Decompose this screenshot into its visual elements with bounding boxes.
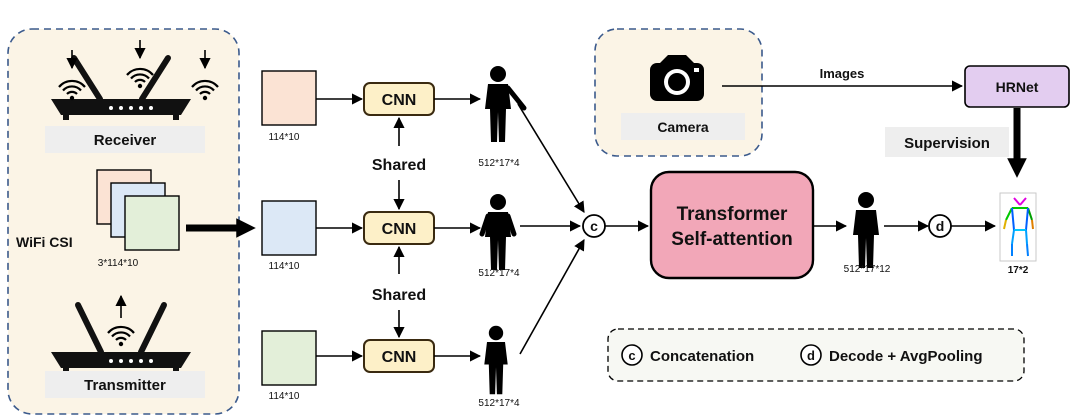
receiver-label-box [45,126,205,153]
csi-input-bottom-dims: 114*10 [269,391,300,402]
feature-dims-middle: 512*17*4 [478,268,520,279]
fused-dims-label: 512*17*12 [844,264,891,275]
receive-arrow-icons [66,40,211,70]
legend-concat-symbol-letter: c [628,348,635,363]
supervision-label: Supervision [904,135,990,152]
person-icon-top [485,66,527,142]
shared-label-bottom: Shared [372,287,426,304]
csi-input-middle [261,200,317,256]
feature-dims-top: 512*17*4 [478,158,520,169]
csi-input-top [261,70,317,126]
transformer-block [649,170,815,280]
camera-label-box [621,113,745,140]
cnn-label-middle: CNN [382,221,417,238]
receiver-router-icon [51,55,191,120]
transmitter-label: Transmitter [84,377,166,394]
hrnet-block [964,65,1070,108]
transmitter-label-box [45,371,205,398]
cnn-label-bottom: CNN [382,349,417,366]
pose-skeleton-icon [999,192,1037,262]
csi-input-top-dims: 114*10 [269,132,300,143]
legend-decode-symbol-letter: d [807,348,815,363]
csi-input-bottom [261,330,317,386]
legend-decode-text: Decode + AvgPooling [829,348,983,365]
feature-dims-bottom: 512*17*4 [478,398,520,409]
arrow-bottom-to-concat [519,239,585,355]
wifi-csi-label: WiFi CSI [16,234,73,250]
person-icon-fused [853,192,879,268]
person-icon-middle [479,194,517,270]
images-label: Images [820,66,865,81]
transformer-label-line2: Self-attention [671,229,792,250]
person-icon-bottom [484,325,508,395]
legend-concat-symbol [621,344,643,366]
decode-symbol-letter: d [936,218,945,234]
shared-label-top: Shared [372,157,426,174]
output-dims-label: 17*2 [1008,265,1029,276]
camera-icon [650,55,704,101]
transformer-label-line1: Transformer [677,204,788,225]
csi-input-middle-dims: 114*10 [269,261,300,272]
supervision-label-box [885,127,1009,157]
cnn-label-top: CNN [382,92,417,109]
receiver-label: Receiver [94,132,157,149]
camera-label: Camera [657,119,709,135]
csi-dims-label: 3*114*10 [98,258,139,269]
concat-symbol-letter: c [590,218,598,234]
csi-sheet-front [124,195,180,251]
hrnet-label: HRNet [996,79,1039,95]
legend-concat-text: Concatenation [650,348,754,365]
arrow-top-to-concat [517,103,585,213]
legend-decode-symbol [800,344,822,366]
transmitter-router-icon [51,302,191,373]
